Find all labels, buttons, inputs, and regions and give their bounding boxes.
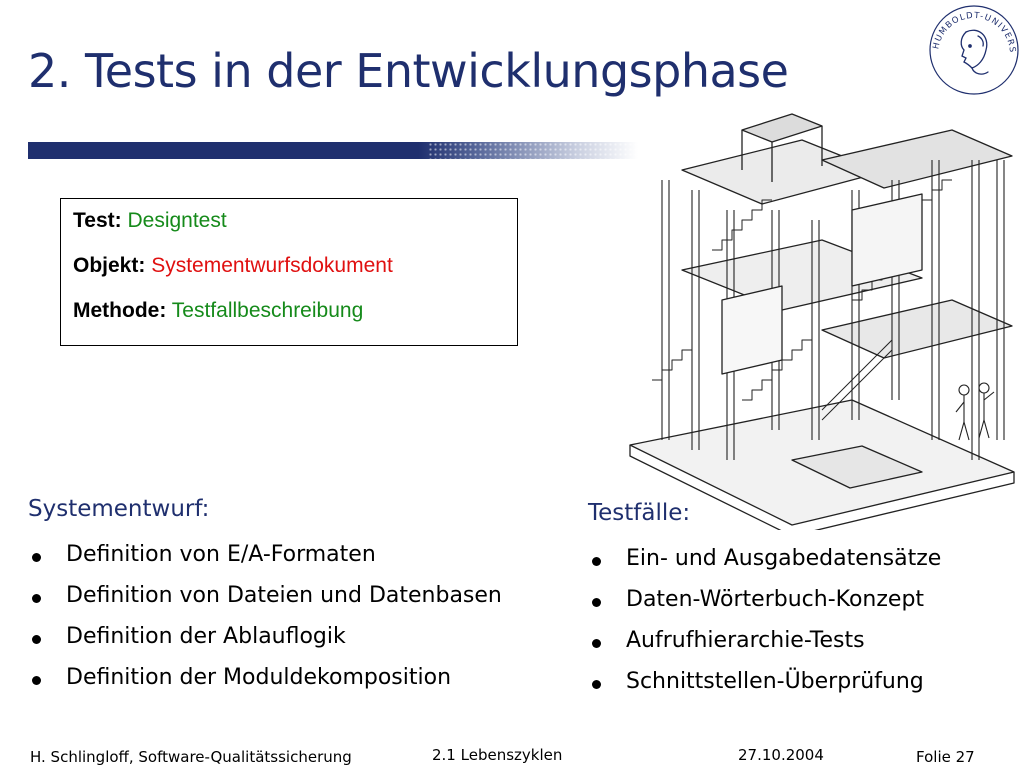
info-row-method: Methode: Testfallbeschreibung [73,299,505,344]
footer-page-number: Folie 27 [916,748,975,766]
university-seal-icon: HUMBOLDT-UNIVERSITÄT [926,2,1019,95]
method-value: Testfallbeschreibung [171,299,364,322]
info-row-object: Objekt: Systementwurfsdokument [73,254,505,299]
method-label: Methode: [73,299,167,322]
object-label: Objekt: [73,254,146,277]
right-bullet-list: Ein- und Ausgabedatensätze Daten-Wörterb… [588,546,941,710]
test-label: Test: [73,209,122,232]
test-info-box: Test: Designtest Objekt: Systementwurfsd… [60,198,518,346]
page-title: 2. Tests in der Entwicklungsphase [28,44,789,98]
list-item: Daten-Wörterbuch-Konzept [588,587,941,628]
right-section-heading: Testfälle: [588,500,691,526]
list-item: Aufrufhierarchie-Tests [588,628,941,669]
footer-section: 2.1 Lebenszyklen [432,746,563,764]
list-item: Ein- und Ausgabedatensätze [588,546,941,587]
list-item: Definition der Ablauflogik [28,624,502,665]
list-item: Definition von Dateien und Datenbasen [28,583,502,624]
list-item: Definition von E/A-Formaten [28,542,502,583]
footer-author: H. Schlingloff, Software-Qualitätssicher… [30,748,352,766]
left-bullet-list: Definition von E/A-Formaten Definition v… [28,542,502,706]
list-item: Schnittstellen-Überprüfung [588,669,941,710]
footer-date: 27.10.2004 [738,746,824,764]
left-section-heading: Systementwurf: [28,496,210,522]
info-row-test: Test: Designtest [73,209,505,254]
list-item: Definition der Moduldekomposition [28,665,502,706]
test-value: Designtest [127,209,227,232]
title-underline-bar [28,142,638,159]
escher-staircase-illustration [629,113,1015,530]
object-value: Systementwurfsdokument [151,254,393,277]
